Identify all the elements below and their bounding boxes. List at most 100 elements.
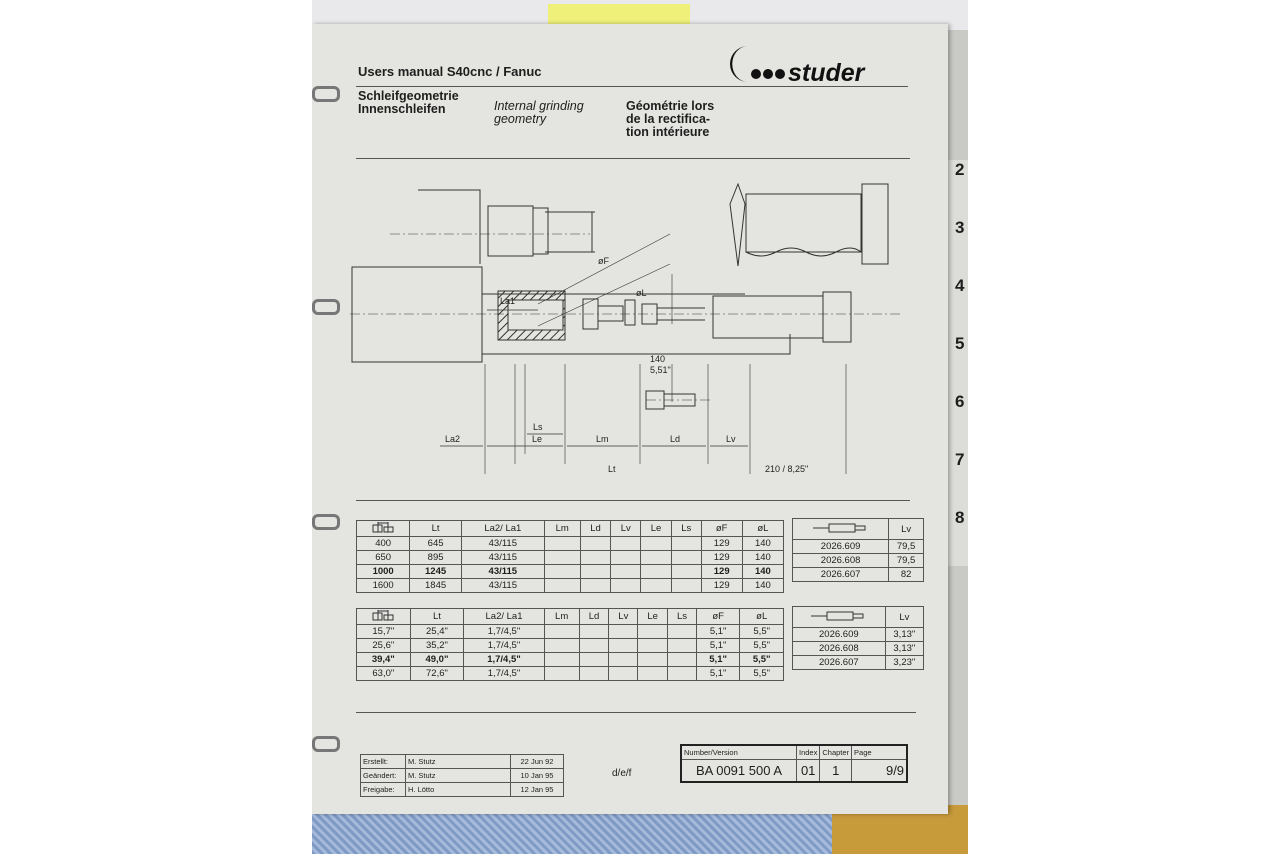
table-cell [543,638,580,653]
table-cell [543,624,580,639]
table-cell: Lv [608,608,639,625]
table-cell: Page [851,744,908,760]
table-cell [667,624,697,639]
table-cell [637,666,669,681]
header-rule [356,86,908,87]
document-photo: 2 3 4 5 6 7 8 Users manual S40cnc / Fanu… [312,0,968,854]
table-cell: 400 [355,536,411,551]
table-cell: 1000 [355,564,411,579]
table-cell: 1245 [409,564,462,579]
table-cell [579,578,612,593]
table-cell: La2/ La1 [460,520,545,537]
table-cell: 01 [795,759,821,782]
label-la1: La1 [500,296,515,306]
table-row: 25,6"35,2"1,7/4,5"5,1"5,5" [356,638,784,653]
table-cell: 12 Jan 95 [510,782,564,797]
table-cell [670,536,702,551]
table-cell [578,624,610,639]
table-cell: Erstellt: [360,754,406,769]
table-cell [637,652,669,667]
binder-ring [312,514,340,530]
binder-ring [312,299,340,315]
table-header: Lv [792,606,925,628]
divider [356,712,916,713]
label-stroke-in: 5,51" [650,365,671,375]
table-cell: 1,7/4,5" [463,638,545,653]
table-cell: Ls [670,520,702,537]
table-cell: 140 [741,564,785,579]
table-cell [579,536,612,551]
label-dF: øF [598,256,609,266]
table-cell: 5,1" [695,638,741,653]
table-cell: 3,13" [884,627,925,642]
table-cell: Lv [884,606,925,628]
table-cell: 2026.607 [792,655,886,670]
table-cell: 22 Jun 92 [510,754,564,769]
machine-icon [356,608,411,625]
table-cell [543,652,580,667]
label-ls: Ls [533,422,543,432]
table-cell [637,624,669,639]
table-cell: øL [741,520,785,537]
table-cell [670,564,702,579]
table-cell: 129 [700,564,743,579]
table-cell [637,638,669,653]
table-cell: Index [795,744,821,760]
table-cell [578,638,610,653]
table-cell: Le [637,608,669,625]
table-cell [610,550,642,565]
studer-logo: studer [726,42,906,89]
table-cell [608,666,639,681]
table-cell: 1,7/4,5" [463,666,545,681]
table-cell: Ls [667,608,697,625]
table-cell: Freigabe: [360,782,406,797]
table-cell: Lt [409,520,462,537]
table-cell [608,624,639,639]
table-cell: 1600 [355,578,411,593]
table-cell: 72,6" [409,666,465,681]
table-cell [670,578,702,593]
table-cell: øF [700,520,743,537]
table-cell [543,550,581,565]
table-cell: La2/ La1 [463,608,545,625]
binder-ring [312,86,340,102]
table-cell [578,652,610,667]
table-cell: 129 [700,550,743,565]
table-cell: 1,7/4,5" [463,624,545,639]
label-offset: 210 / 8,25" [765,464,808,474]
table-cell: M. Stutz [405,754,511,769]
table-cell: 43/115 [460,564,545,579]
table-cell: 5,5" [739,638,784,653]
table-cell: 15,7" [356,624,411,639]
table-cell: øF [695,608,741,625]
table-cell [610,578,642,593]
table-header: Lv [791,518,924,540]
table-cell: Lv [610,520,642,537]
grinding-spindle-icon [792,606,886,628]
table-cell [640,536,672,551]
table-cell: 645 [409,536,462,551]
table-cell: 43/115 [460,578,545,593]
table-cell: 5,1" [695,666,741,681]
table-cell: 2026.608 [791,553,890,568]
table-cell: 79,5 [888,539,924,554]
table-cell: 140 [741,550,785,565]
table-cell: 2026.609 [791,539,890,554]
label-lm: Lm [596,434,609,444]
table-cell: Lm [543,520,581,537]
table-cell: 5,1" [695,652,741,667]
table-cell: 5,1" [695,624,741,639]
table-cell: Ld [578,608,610,625]
table-cell: Le [640,520,672,537]
